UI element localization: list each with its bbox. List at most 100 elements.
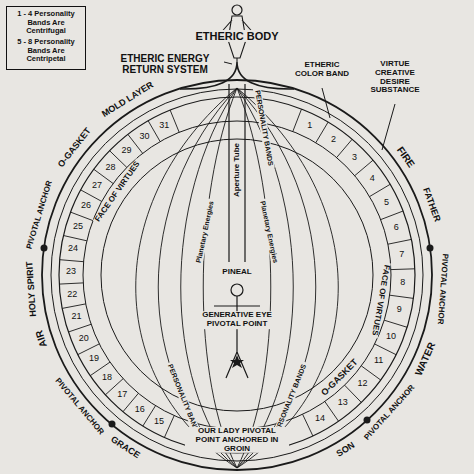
cell-divider [68,324,91,332]
callout-number: 26 [80,201,92,211]
cell-divider [391,268,415,270]
diagram-label: O-GASKET [318,356,361,399]
center-figure [214,296,260,378]
box-text: 5 - 8 Personality Bands Are Centripetal [11,38,81,64]
cell-divider [78,344,100,355]
diagram-label: HOLY SPIRIT [25,259,39,319]
cell-divider [63,236,86,241]
diagram-label: SON [333,440,358,461]
diagram-label: ETHERIC BODY [193,30,280,42]
callout-number: 15 [153,417,165,427]
anchor-dot [41,245,48,252]
diagram-label: OUR LADY PIVOTAL POINT ANCHORED IN GROIN [185,427,289,453]
outer-ring [42,80,432,470]
cell-divider [60,260,84,262]
diagram-label: PIVOTAL ANCHOR [25,178,55,252]
callout-number: 18 [101,373,113,383]
aperture-tube [229,84,245,262]
callout-number: 16 [134,405,146,415]
callout-number: 20 [78,334,90,344]
cell-divider [388,239,412,244]
diagram-label: ETHERIC COLOR BAND [290,61,354,79]
diagram-label: FACE OF VIRTUES [93,159,144,226]
leader-line [322,88,330,118]
callout-number: 8 [399,278,406,288]
cell-divider [71,212,93,221]
cell-divider [370,184,391,196]
mold-ring [51,89,423,461]
callout-number: 19 [88,354,100,364]
callout-number: 4 [369,174,376,184]
diagram-label: PIVOTAL ANCHOR [52,375,107,438]
cell-divider [384,320,407,327]
cell-divider [170,110,179,132]
callout-number: 10 [385,332,397,342]
callout-number: 1 [306,121,313,131]
callout-number: 7 [398,250,405,260]
anchor-dot [427,245,434,252]
diagram-label: Planetary Energies [258,198,279,265]
cell-divider [293,109,302,131]
legend-box: 1 - 4 Personality Bands Are Centrifugal5… [6,6,86,70]
callout-number: 27 [91,181,103,191]
personality-band [158,88,316,468]
personality-band [181,88,294,468]
callout-number: 29 [120,146,132,156]
callout-number: 30 [138,132,150,142]
diagram-label: PINEAL [220,268,253,277]
diagram-label: PERSONALITY BANDS [253,88,275,169]
diagram-label: FACE OF VIRTUES [369,262,391,338]
cell-divider [303,414,313,436]
diagram-label: Planetary Energies [194,198,215,265]
callout-number: 9 [396,305,403,315]
callout-number: 24 [67,244,79,254]
diagram-label: FATHER [420,185,443,225]
callout-number: 21 [70,312,82,322]
callout-number: 3 [351,153,358,163]
callout-number: 23 [65,267,77,277]
callout-number: 22 [66,290,78,300]
diagram-label: ETHERIC ENERGY RETURN SYSTEM [108,53,222,75]
box-text: 1 - 4 Personality Bands Are Centrifugal [11,10,81,36]
cell-divider [81,190,102,202]
callout-number: 12 [356,379,368,389]
diagram-label: GENERATIVE EYE PIVOTAL POINT [187,311,287,329]
cell-divider [59,283,83,284]
diagram-label: PIVOTAL ANCHOR [362,382,419,444]
anchor-dot [364,417,371,424]
callout-number: 28 [104,163,116,173]
diagram-label: VIRTUE CREATIVE DESIRE SUBSTANCE [360,60,430,95]
figure-head [231,284,243,296]
diagram-label: PIVOTAL ANCHOR [435,251,449,326]
anchor-dot [109,421,116,428]
personality-band [136,88,339,468]
callout-number: 13 [337,398,349,408]
virtue-ring [101,139,373,411]
diagram-label: O-GASKET [55,125,95,172]
callout-number: 11 [373,356,384,366]
figure-head [232,5,242,15]
diagram-label: WATER [412,339,438,379]
cell-divider [337,139,353,157]
groin-star [230,355,244,368]
cell-divider [62,304,85,309]
diagram-label: MOLD LAYER [99,79,157,121]
cell-divider [381,211,403,220]
leader-line [382,104,395,150]
callout-number: 6 [393,223,400,233]
diagram-label: FIRE [394,143,418,171]
callout-number: 25 [72,222,84,232]
number-ring [83,121,391,429]
callout-number: 31 [158,121,170,131]
cell-divider [375,344,396,355]
cell-divider [316,122,328,143]
personality-band [203,88,271,468]
cell-divider [390,295,414,298]
diagram-label: GRACE [107,434,143,462]
callout-number: 14 [314,414,326,424]
gasket-ring [59,97,415,453]
diagram-label: Aperture Tube [233,141,242,199]
leader-line [224,62,232,64]
callout-number: 2 [330,135,337,145]
callout-number: 5 [383,198,390,208]
